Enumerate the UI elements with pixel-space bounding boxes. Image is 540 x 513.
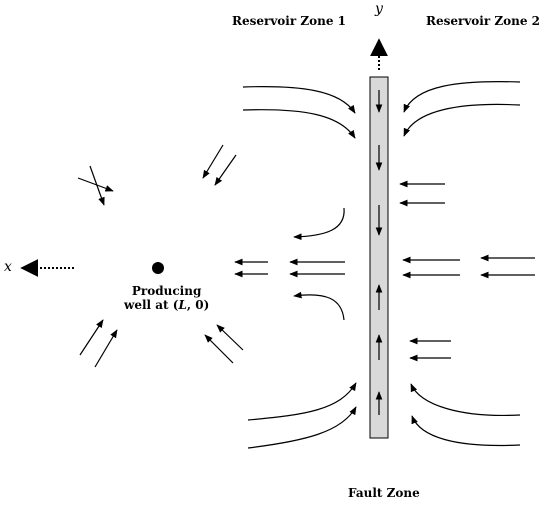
zone1-horizontal-arrows (234, 258, 345, 278)
radial-arrow-ul-2 (89, 165, 105, 206)
well-label-L: L (178, 298, 187, 312)
well-label-suffix: , 0) (186, 298, 210, 312)
zone2-curve-top-1 (403, 81, 521, 113)
zone1-curve-bottom-2 (247, 406, 357, 449)
radial-arrow-ll-1 (79, 319, 104, 356)
radial-arrow-ll-2 (94, 329, 118, 368)
zone1-curve-top-1 (242, 86, 356, 114)
zone1-curve-bottom-1 (247, 382, 357, 421)
y-axis-label: y (375, 1, 383, 17)
radial-arrow-lr-1 (204, 334, 234, 364)
radial-arrow-ur-2 (214, 154, 237, 186)
radial-arrow-ur-1 (202, 144, 224, 179)
zone1-curved-arrows (242, 86, 357, 449)
zone2-label: Reservoir Zone 2 (426, 14, 540, 28)
x-axis-label: x (4, 259, 12, 275)
radial-inflow-arrows (77, 144, 244, 368)
radial-arrow-ul-1 (77, 177, 114, 192)
well-label-line1: Producing (131, 284, 202, 298)
fault-zone-bar (369, 76, 389, 439)
fault-zone-label: Fault Zone (348, 486, 420, 500)
well-label-prefix: well at ( (124, 298, 179, 312)
zone2-curve-bottom-1 (410, 383, 521, 417)
zone2-curve-bottom-2 (411, 415, 521, 447)
zone1-curve-mid-lower (293, 291, 345, 321)
zone2-horizontal-arrows (399, 180, 535, 362)
zone1-curve-top-2 (242, 109, 356, 139)
zone2-curve-top-2 (403, 103, 521, 137)
producing-well-dot (152, 262, 164, 274)
zone2-curved-arrows (403, 81, 521, 447)
zone1-curve-mid-upper (293, 207, 345, 241)
producing-well-label: Producing well at (L, 0) (124, 284, 209, 312)
zone1-label: Reservoir Zone 1 (232, 14, 347, 28)
well-label-line2: well at (L, 0) (124, 298, 209, 312)
radial-arrow-lr-2 (216, 324, 244, 351)
